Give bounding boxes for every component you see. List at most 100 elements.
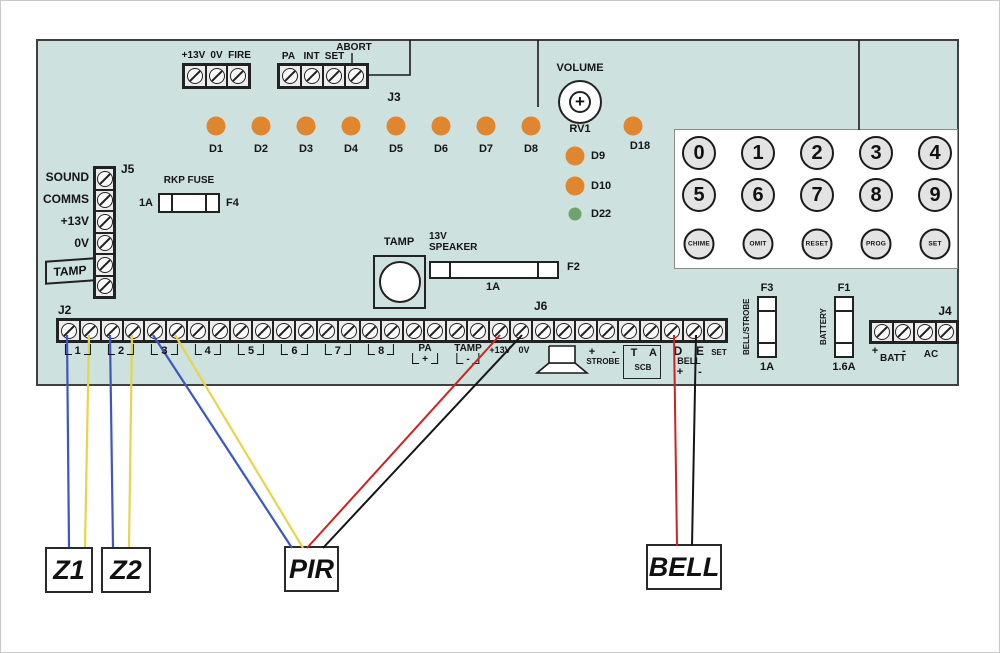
screw-icon	[82, 322, 99, 339]
tamp-sign: -	[466, 354, 470, 365]
strip-terminal-15	[359, 320, 382, 341]
bracket-corner	[281, 344, 289, 355]
screw-slot-icon	[283, 69, 297, 83]
zone-bracket-7: 7	[324, 344, 351, 357]
strip-terminal-20	[467, 320, 489, 341]
keypad-digit-6[interactable]: 6	[741, 178, 775, 212]
top-terminal-label: PA	[281, 51, 296, 62]
screw-icon	[938, 324, 955, 340]
screw-slot-icon	[97, 257, 112, 272]
top-terminal-label: SET	[324, 51, 345, 62]
keypad-digit-2[interactable]: 2	[800, 136, 834, 170]
strip-terminal-6	[165, 320, 188, 341]
scb-a: A	[649, 347, 657, 359]
j5-tamp-label: TAMP	[53, 262, 87, 280]
strip-terminal-22	[510, 320, 533, 341]
top-terminal-label: +13V	[181, 50, 206, 61]
strip-terminal-17	[402, 320, 425, 341]
tamp-bracket: -	[456, 353, 480, 365]
screw-slot-icon	[104, 323, 119, 338]
j5-label-comms: COMMS	[43, 192, 89, 206]
j5-terminal-3	[95, 232, 114, 254]
bell-e: E	[695, 344, 705, 358]
screw-icon	[599, 322, 616, 339]
screw-icon	[146, 322, 163, 339]
screw-slot-icon	[147, 323, 162, 338]
zone-number: 8	[378, 345, 385, 357]
rv1-ref: RV1	[569, 123, 591, 135]
screw-slot-icon	[471, 323, 486, 338]
screw-icon	[103, 322, 120, 339]
tamper-label: TAMP	[383, 236, 415, 248]
screw-slot-icon	[514, 323, 529, 338]
screw-icon	[873, 324, 890, 340]
screw-icon	[282, 68, 298, 84]
keypad-digit-4[interactable]: 4	[918, 136, 952, 170]
bell-label: BELL	[677, 356, 701, 366]
rkp-fuse-rating: 1A	[138, 197, 153, 209]
bracket-corner	[83, 344, 91, 355]
keypad-fn-reset[interactable]: RESET	[801, 228, 833, 260]
keypad-fn-omit[interactable]: OMIT	[742, 228, 774, 260]
connector-ref-j6: J6	[534, 299, 548, 313]
tamper-switch	[373, 255, 426, 309]
led-label: D3	[298, 143, 314, 155]
keypad-digit-8[interactable]: 8	[859, 178, 893, 212]
keypad-digit-5[interactable]: 5	[682, 178, 716, 212]
screw-slot-icon	[298, 323, 313, 338]
led-d7	[476, 116, 496, 136]
screw-slot-icon	[97, 236, 112, 251]
top-terminal-label: ABORT	[336, 42, 372, 53]
bracket-corner	[368, 344, 376, 355]
strip-terminal-27	[618, 320, 640, 341]
bracket-corner	[257, 344, 265, 355]
screw-slot-icon	[600, 323, 615, 338]
keypad-digit-1[interactable]: 1	[741, 136, 775, 170]
screw-slot-icon	[917, 325, 932, 339]
screw-icon	[348, 68, 364, 84]
keypad-fn-prog[interactable]: PROG	[860, 228, 892, 260]
strip-terminal-23	[532, 320, 554, 341]
j5-terminal-1	[95, 189, 114, 211]
batt-label: BATT	[880, 353, 906, 364]
bracket-corner	[213, 344, 221, 355]
screw-icon	[168, 322, 185, 339]
j4-terminal-2	[914, 322, 936, 342]
strobe-label: STROBE	[586, 357, 620, 366]
strobe-plus: +	[588, 346, 596, 358]
j4-terminal-3	[935, 322, 957, 342]
screw-icon	[96, 235, 113, 252]
screw-icon	[491, 322, 508, 339]
f1-rating: 1.6A	[832, 361, 856, 373]
led-d4	[341, 116, 361, 136]
keypad-digit-7[interactable]: 7	[800, 178, 834, 212]
keypad-fn-chime[interactable]: CHIME	[683, 228, 715, 260]
j5-label-13v: +13V	[60, 214, 89, 228]
screw-slot-icon	[191, 323, 206, 338]
strip-terminal-12	[295, 320, 317, 341]
bracket-corner	[64, 344, 72, 355]
screw-icon	[233, 322, 250, 339]
volume-potentiometer: +	[558, 80, 602, 124]
zone1-device-box: Z1	[45, 547, 93, 593]
bracket-corner	[238, 344, 246, 355]
led-d8	[521, 116, 541, 136]
led-label: D6	[433, 143, 449, 155]
keypad-digit-9[interactable]: 9	[918, 178, 952, 212]
top-terminal-2	[227, 65, 250, 87]
zone-number: 7	[334, 345, 341, 357]
j5-terminal-2	[95, 211, 114, 233]
terminal-block-fire	[182, 63, 251, 89]
volume-label: VOLUME	[556, 62, 604, 74]
f3-ref: F3	[760, 282, 774, 294]
strip-13v-label: +13V	[489, 345, 511, 355]
top-terminal-label: INT	[303, 51, 320, 62]
keypad-digit-3[interactable]: 3	[859, 136, 893, 170]
tamper-button-icon	[378, 261, 421, 303]
zone-number: 5	[248, 345, 255, 357]
keypad-digit-0[interactable]: 0	[682, 136, 716, 170]
j4-terminal-1	[892, 322, 914, 342]
terminal-block-j5	[93, 166, 116, 299]
screw-icon	[685, 322, 702, 339]
keypad-fn-set[interactable]: SET	[919, 228, 951, 260]
